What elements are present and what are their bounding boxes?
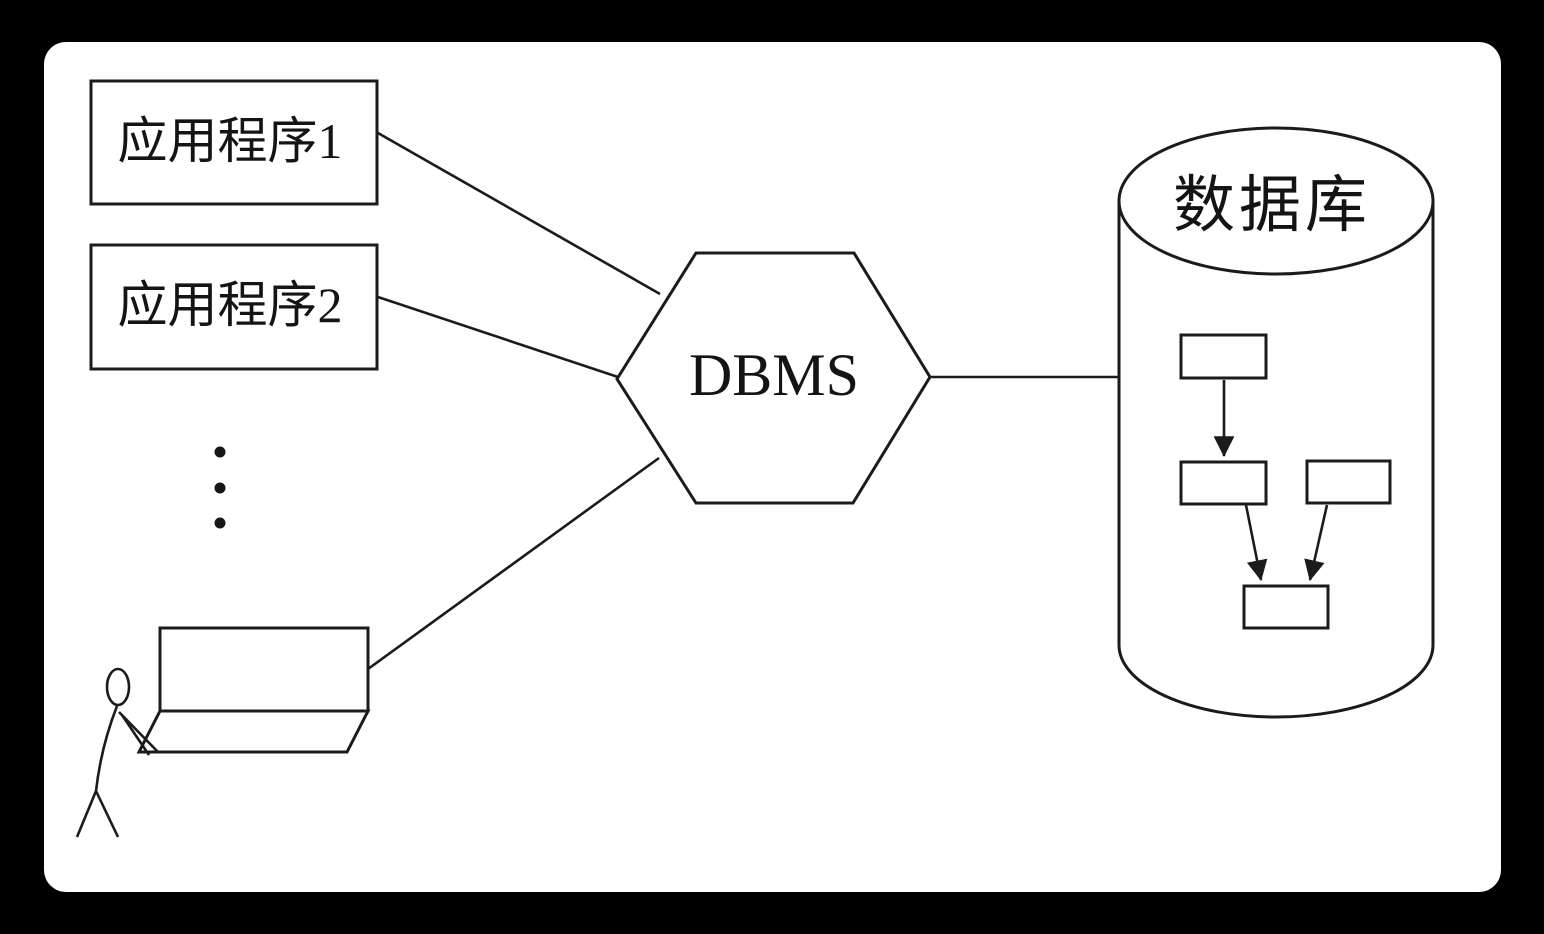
- app2-label: 应用程序2: [118, 277, 343, 333]
- figure-arm-lower: [120, 714, 151, 756]
- figure-head: [105, 667, 131, 707]
- arrow-midleft-to-bottom: [1244, 504, 1268, 582]
- cylinder-body: [1117, 201, 1435, 719]
- connector-app1-dbms: [377, 131, 661, 296]
- connector-terminal-dbms: [367, 456, 660, 671]
- record-box-bottom: [1242, 584, 1330, 630]
- dbms-label: DBMS: [689, 342, 859, 408]
- stick-figure-user: [75, 667, 159, 838]
- vertical-ellipsis-dots: [214, 446, 226, 529]
- figure-body: [94, 705, 119, 792]
- database-label: 数据库: [1173, 172, 1371, 240]
- connector-app2-dbms: [377, 295, 619, 379]
- cylinder-top-ellipse: [1117, 126, 1435, 276]
- ellipsis-dot: [214, 482, 226, 494]
- app1-box: [89, 79, 379, 206]
- app1-label: 应用程序1: [118, 113, 343, 169]
- app2-box: [89, 243, 379, 371]
- record-box-mid-left: [1179, 460, 1268, 506]
- arrow-midright-to-bottom: [1304, 504, 1329, 582]
- record-box-mid-right: [1305, 459, 1392, 505]
- ellipsis-dot: [214, 517, 226, 529]
- ellipsis-dot: [214, 446, 226, 458]
- figure-leg-right: [94, 790, 120, 838]
- database-cylinder: 数据库: [1117, 126, 1435, 719]
- dbms-hexagon: [615, 251, 932, 505]
- figure-leg-left: [75, 790, 98, 838]
- record-box-top: [1179, 333, 1268, 380]
